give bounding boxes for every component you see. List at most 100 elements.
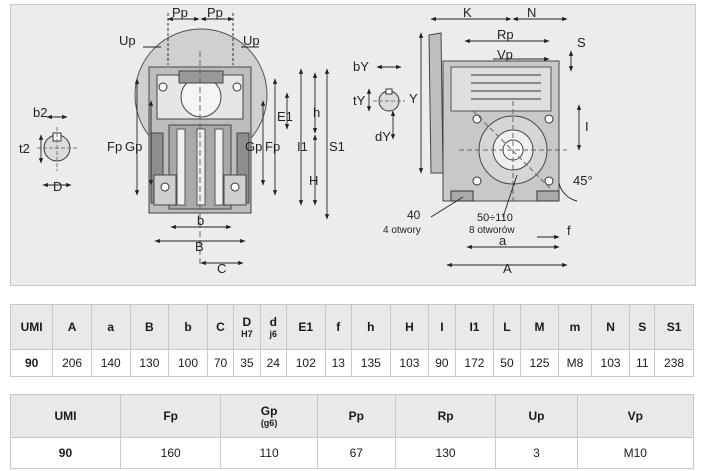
label-up-right: Up bbox=[243, 33, 260, 48]
table-cell: 102 bbox=[285, 349, 326, 377]
table-cell: 70 bbox=[206, 349, 235, 377]
label-i1: I1 bbox=[297, 139, 308, 154]
table-cell: 160 bbox=[119, 437, 222, 469]
table-cell: 35 bbox=[233, 349, 261, 377]
column-header-label: f bbox=[336, 320, 341, 334]
column-header-label: I bbox=[440, 320, 444, 334]
label-h-upper: H bbox=[309, 173, 318, 188]
table-cell: 50 bbox=[493, 349, 521, 377]
table-cell: 90 bbox=[10, 437, 121, 469]
column-header: Fp bbox=[119, 394, 222, 438]
column-header: m bbox=[558, 304, 592, 350]
column-header-label: UMI bbox=[54, 409, 77, 423]
column-header: E1 bbox=[285, 304, 326, 350]
column-header-label: A bbox=[67, 320, 77, 334]
column-header: UMI bbox=[9, 304, 54, 350]
column-header: N bbox=[590, 304, 631, 350]
table-cell: 100 bbox=[168, 349, 208, 377]
column-header-label: UMI bbox=[20, 320, 43, 334]
column-header: Pp bbox=[316, 394, 396, 438]
column-header: a bbox=[90, 304, 131, 350]
label-n: N bbox=[527, 5, 536, 20]
column-header-label: Pp bbox=[348, 409, 364, 423]
label-i: I bbox=[585, 119, 589, 134]
table-cell: 103 bbox=[389, 349, 430, 377]
table-cell: 13 bbox=[324, 349, 352, 377]
table-cell: 125 bbox=[519, 349, 560, 377]
table-cell: 110 bbox=[220, 437, 318, 469]
label-a-upper: A bbox=[503, 261, 512, 276]
column-header: L bbox=[493, 304, 521, 350]
column-header: Rp bbox=[394, 394, 497, 438]
label-fp-right: Fp bbox=[265, 139, 280, 154]
column-header-label: B bbox=[145, 320, 154, 334]
dimension-lines bbox=[38, 13, 582, 268]
column-header-label: Vp bbox=[627, 409, 643, 423]
label-rp: Rp bbox=[497, 27, 514, 42]
column-header-label: N bbox=[606, 320, 615, 334]
label-d: D bbox=[53, 179, 62, 194]
label-vp: Vp bbox=[497, 47, 513, 62]
label-pp-left: Pp bbox=[172, 5, 188, 20]
label-f: f bbox=[567, 223, 571, 238]
column-header: Up bbox=[495, 394, 578, 438]
column-header-label: Up bbox=[528, 409, 545, 423]
label-up-left: Up bbox=[119, 33, 136, 48]
label-dy: dY bbox=[375, 129, 391, 144]
column-header-label: d bbox=[269, 315, 277, 329]
column-header-sublabel: j6 bbox=[269, 329, 278, 339]
label-t2: t2 bbox=[19, 141, 30, 156]
label-holes-4: 4 otwory bbox=[383, 225, 421, 236]
table-cell: 24 bbox=[259, 349, 287, 377]
table-cell: M10 bbox=[576, 437, 695, 469]
gearbox-drawing: Pp Pp Up Up b2 t2 D Fp Gp Gp Fp E1 I1 h … bbox=[19, 5, 593, 276]
column-header: b bbox=[168, 304, 208, 350]
column-header-label: D bbox=[242, 315, 252, 329]
column-header-label: S bbox=[638, 320, 647, 334]
column-header: I bbox=[428, 304, 456, 350]
label-ty: tY bbox=[353, 93, 366, 108]
label-s1: S1 bbox=[329, 139, 345, 154]
column-header-label: L bbox=[503, 320, 511, 334]
column-header-label: S1 bbox=[666, 320, 682, 334]
label-h: h bbox=[313, 105, 320, 120]
drawing-labels: Pp Pp Up Up b2 t2 D Fp Gp Gp Fp E1 I1 h … bbox=[19, 5, 593, 276]
column-header-sublabel: (g6) bbox=[260, 418, 278, 428]
label-e1: E1 bbox=[277, 109, 293, 124]
label-b2: b2 bbox=[33, 105, 47, 120]
column-header: A bbox=[52, 304, 92, 350]
table-cell: 130 bbox=[129, 349, 170, 377]
column-header: H bbox=[389, 304, 430, 350]
output-shaft-detail bbox=[373, 88, 405, 112]
label-a: a bbox=[499, 233, 507, 248]
column-header: M bbox=[519, 304, 560, 350]
label-k: K bbox=[463, 5, 472, 20]
column-header-label: H bbox=[405, 320, 414, 334]
label-gp-left: Gp bbox=[125, 139, 142, 154]
technical-drawing-panel: Pp Pp Up Up b2 t2 D Fp Gp Gp Fp E1 I1 h … bbox=[10, 4, 696, 286]
label-45-deg: 45° bbox=[573, 173, 593, 188]
column-header-label: Gp bbox=[260, 404, 278, 418]
label-holes-range: 50÷110 bbox=[477, 212, 513, 224]
table-cell: 140 bbox=[90, 349, 131, 377]
column-header: Gp(g6) bbox=[220, 394, 318, 438]
table-cell: 238 bbox=[654, 349, 694, 377]
table-cell: 90 bbox=[428, 349, 456, 377]
label-b-upper: B bbox=[195, 239, 204, 254]
table-cell: 172 bbox=[454, 349, 495, 377]
column-header-label: M bbox=[534, 320, 545, 334]
column-header: B bbox=[129, 304, 170, 350]
label-b: b bbox=[197, 213, 204, 228]
table-cell: 135 bbox=[350, 349, 391, 377]
column-header: I1 bbox=[454, 304, 495, 350]
label-pp-right: Pp bbox=[207, 5, 223, 20]
table-cell: 3 bbox=[495, 437, 578, 469]
column-header: h bbox=[350, 304, 391, 350]
column-header: S bbox=[629, 304, 656, 350]
label-by: bY bbox=[353, 59, 369, 74]
